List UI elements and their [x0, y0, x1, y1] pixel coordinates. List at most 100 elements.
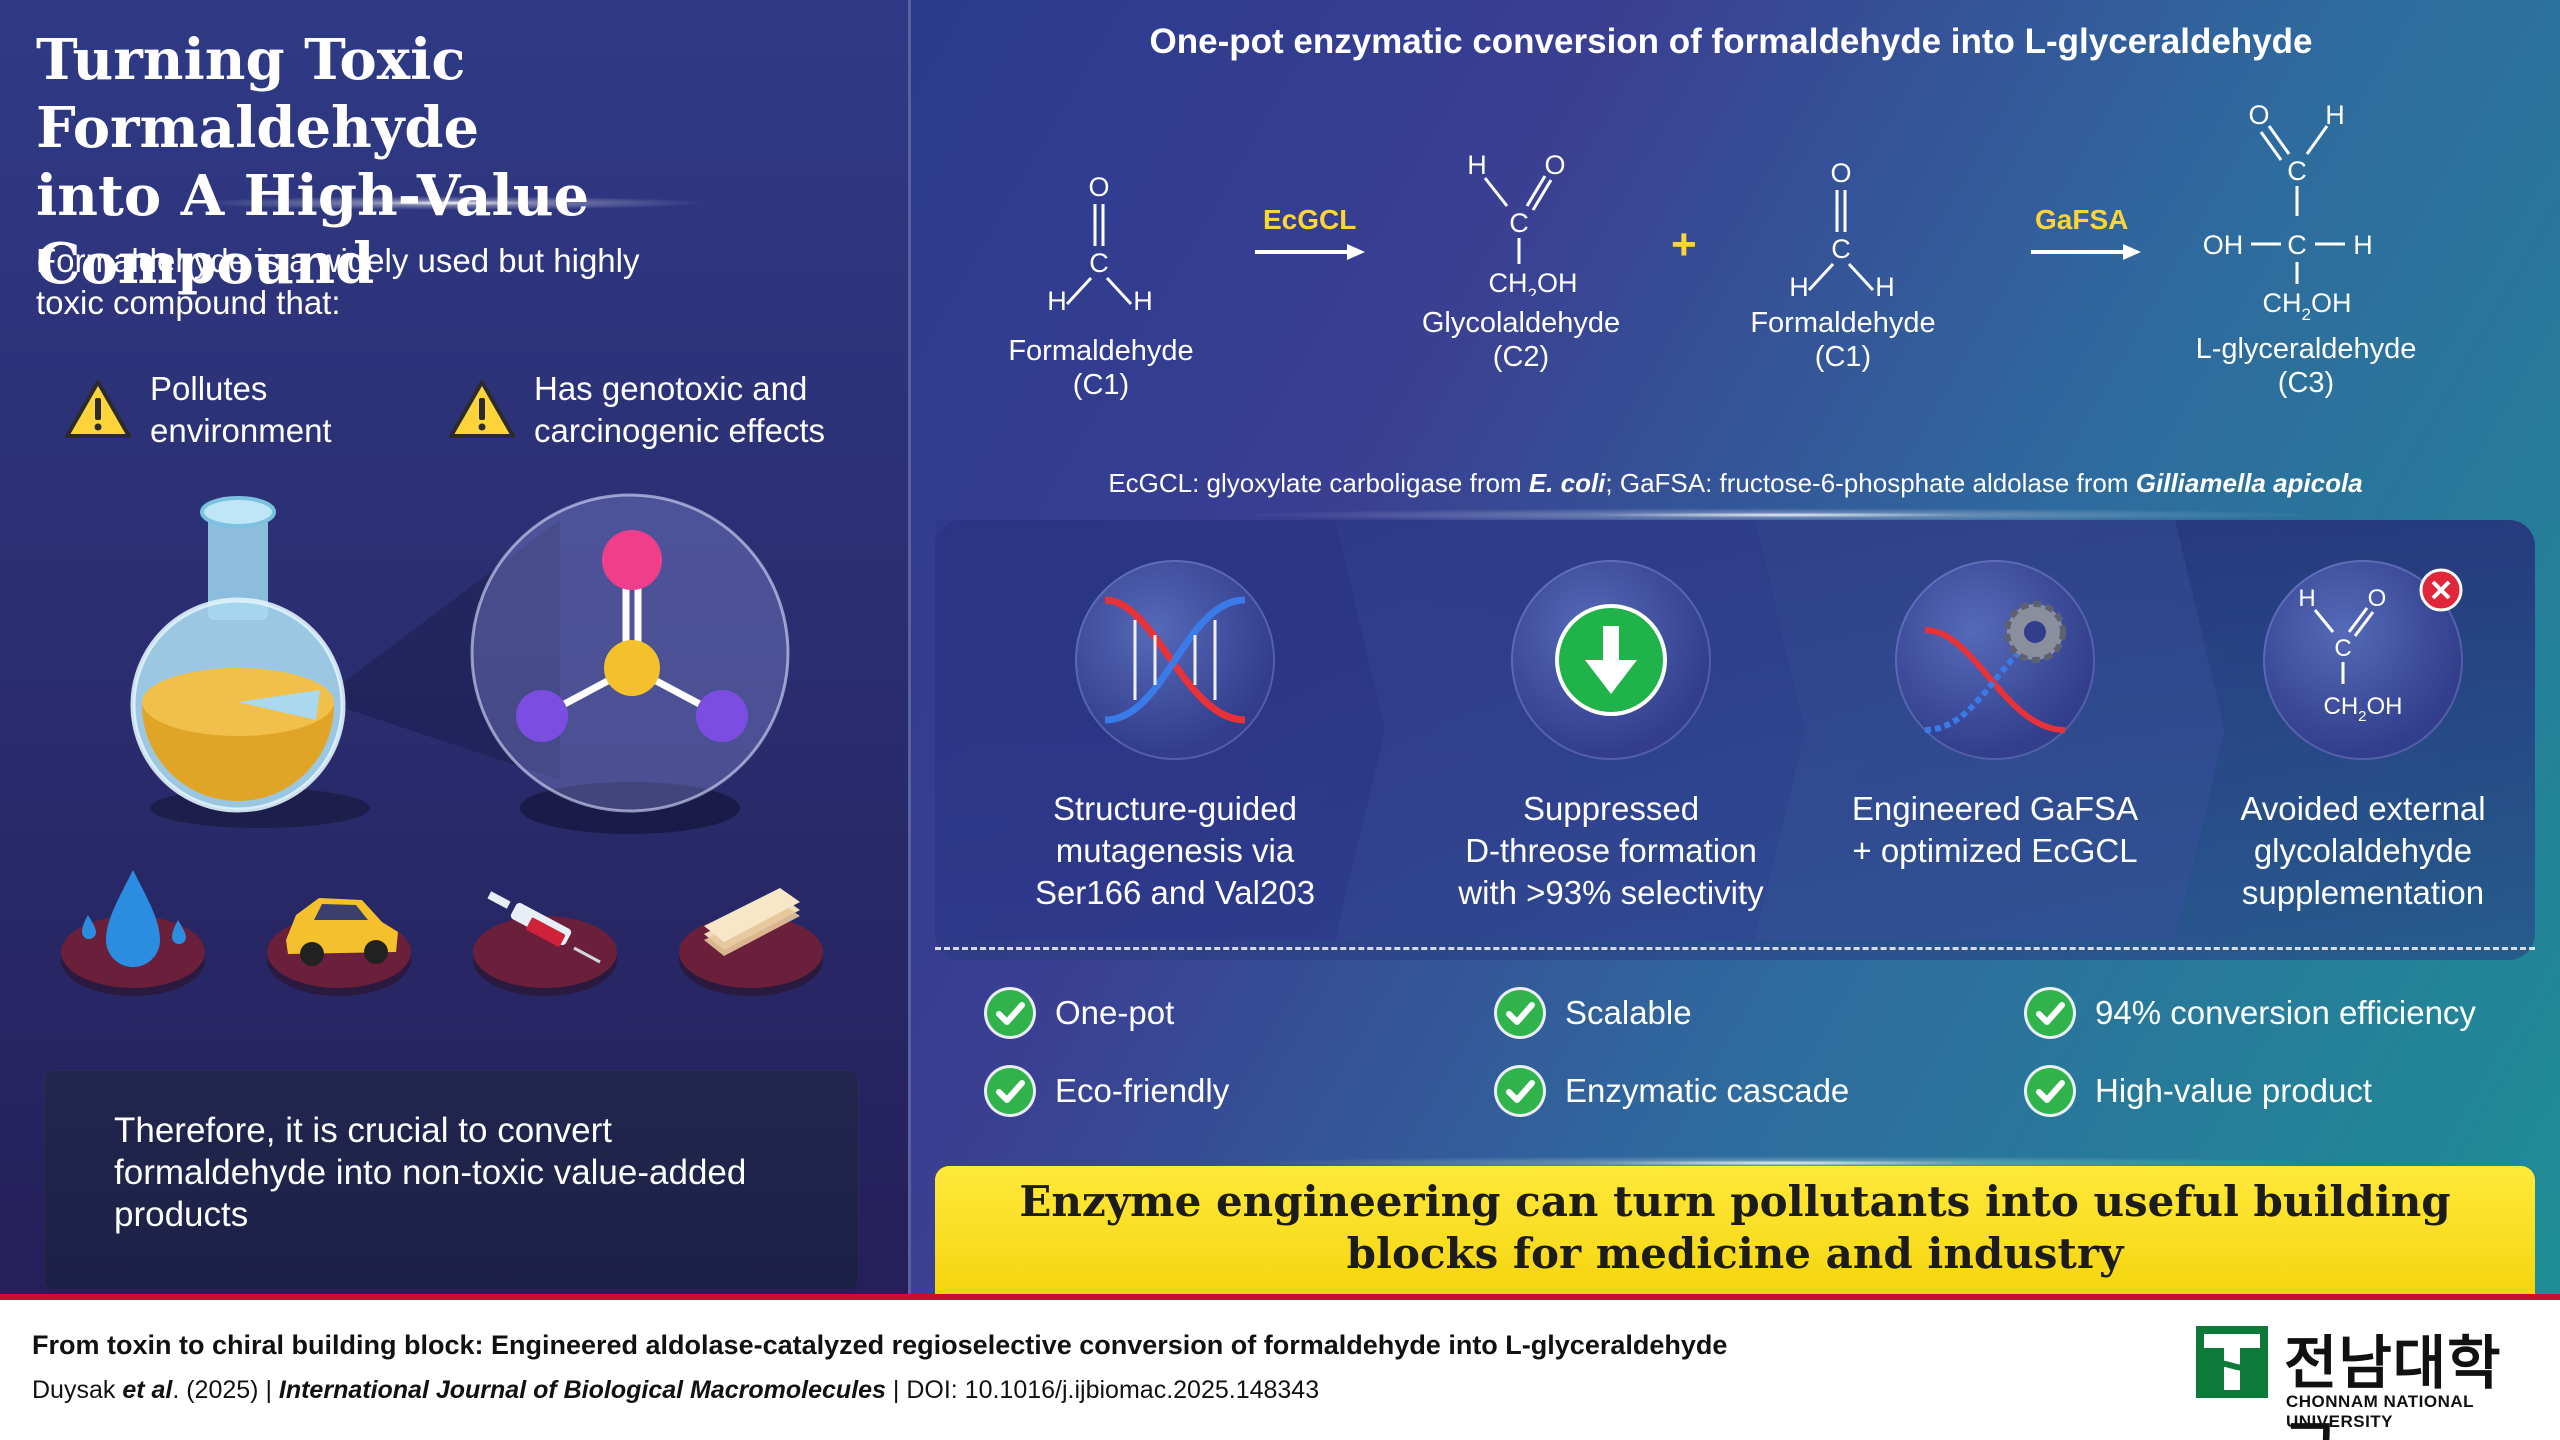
enzyme-label-ecgcl: EcGCL [1263, 204, 1357, 235]
glow-divider [1231, 508, 2331, 522]
molecule-name: Glycolaldehyde [1421, 307, 1621, 339]
feature-label: Scalable [1565, 994, 1692, 1031]
arrow-right-icon [2031, 244, 2141, 260]
feature-item: Eco-friendly [987, 1068, 1229, 1114]
molecule-label: Formaldehyde (C1) [1743, 306, 1943, 374]
check-icon [1497, 990, 1543, 1036]
feature-item: 94% conversion efficiency [2027, 990, 2476, 1036]
intro-line: toxic compound that: [36, 284, 341, 321]
check-icon [987, 990, 1033, 1036]
dna-icon [1075, 560, 1275, 760]
atom-h: H [2325, 100, 2345, 130]
hazard-line: environment [150, 412, 332, 449]
hazard-genotoxic: Has genotoxic and carcinogenic effects [448, 368, 825, 452]
glycolaldehyde-structure: H O C CH2OH [1467, 150, 1578, 296]
right-panel: One-pot enzymatic conversion of formalde… [911, 0, 2560, 1294]
check-icon [1497, 1068, 1543, 1114]
check-icon [987, 1068, 1033, 1114]
feature-label: Enzymatic cascade [1565, 1072, 1850, 1109]
step-suppressed: Suppressed D-threose formation with >93%… [1431, 560, 1791, 940]
atom-h: H [2353, 230, 2373, 260]
feature-label: 94% conversion efficiency [2095, 994, 2476, 1031]
warning-icon [449, 380, 515, 438]
atom-o: O [1088, 172, 1109, 202]
molecule-name: Formaldehyde [1750, 307, 1936, 339]
footnote-organism: E. coli [1528, 468, 1606, 498]
atom-c: C [2287, 156, 2307, 186]
step-line: mutagenesis via [1055, 832, 1295, 869]
dna-gear-icon [1895, 560, 2095, 760]
hazard-line: carcinogenic effects [534, 412, 826, 449]
logo-english-text: CHONNAM NATIONAL UNIVERSITY [2286, 1392, 2474, 1431]
column-divider [908, 0, 911, 1294]
atom-o: O [2248, 100, 2269, 130]
wood-board-icon [679, 888, 823, 996]
step-line: Engineered GaFSA [1851, 790, 2139, 827]
banner-line: blocks for medicine and industry [1346, 1229, 2124, 1278]
molecule-name: L-glyceraldehyde [2195, 333, 2417, 365]
check-icon [2027, 1068, 2073, 1114]
step-avoided: H O C CH2OH Avoided external glycolaldeh… [2183, 560, 2543, 940]
step-line: supplementation [2241, 874, 2485, 911]
feature-list: One-pot Scalable 94% conversion efficien… [911, 990, 2560, 1114]
university-logo: 전남대학교 CHONNAM NATIONAL UNIVERSITY [2190, 1314, 2540, 1440]
dashed-divider [935, 947, 2535, 950]
left-panel: Turning Toxic Formaldehyde into A High-V… [0, 0, 908, 1294]
feature-label: One-pot [1055, 994, 1175, 1031]
step-line: glycolaldehyde [2253, 832, 2473, 869]
check-icon [2027, 990, 2073, 1036]
reaction-scheme: O C H H Formaldehyde (C1) EcGCL H O C CH… [911, 100, 2560, 430]
step-line: + optimized EcGCL [1852, 832, 2138, 869]
step-text: Suppressed D-threose formation with >93%… [1431, 788, 1791, 914]
enzyme-label-gafsa: GaFSA [2035, 204, 2129, 235]
ch2oh-group: CH2OH [1489, 268, 1578, 296]
warning-icon [65, 380, 131, 438]
atom-h: H [1133, 286, 1153, 316]
atom-h: H [1047, 286, 1067, 316]
formaldehyde-molecule-icon [470, 493, 790, 834]
feature-label: High-value product [2095, 1072, 2372, 1109]
step-line: Avoided external [2240, 790, 2486, 827]
citation-line: Duysak et al. (2025) | International Jou… [32, 1376, 1319, 1405]
footnote-part: EcGCL: glyoxylate carboligase from [1108, 468, 1529, 498]
conclusion-line: formaldehyde into non-toxic value-added [114, 1153, 747, 1192]
formaldehyde-structure: O C H H [1047, 172, 1153, 316]
citation-author: Duysak [32, 1376, 123, 1404]
feature-label: Eco-friendly [1055, 1072, 1230, 1109]
atom-h: H [1467, 150, 1487, 180]
citation-doi: | DOI: 10.1016/j.ijbiomac.2025.148343 [885, 1376, 1320, 1404]
step-line: Suppressed [1522, 790, 1700, 827]
citation-footer: From toxin to chiral building block: Eng… [0, 1300, 2560, 1440]
molecule-label: Glycolaldehyde (C2) [1401, 306, 1641, 374]
steps-panel: Structure-guided mutagenesis via Ser166 … [935, 520, 2535, 960]
molecule-name: Formaldehyde [1008, 335, 1194, 367]
atom-c: C [2334, 635, 2351, 662]
reaction-title: One-pot enzymatic conversion of formalde… [1149, 22, 2313, 61]
ch2oh-group: CH2OH [2323, 693, 2402, 725]
step-line: Ser166 and Val203 [1034, 874, 1316, 911]
car-icon [267, 898, 411, 996]
main-title-line: Turning Toxic Formaldehyde [36, 27, 480, 161]
conclusion-line: products [114, 1195, 249, 1234]
down-arrow-icon [1511, 560, 1711, 760]
citation-et-al: et al [122, 1376, 173, 1404]
atom-h: H [2298, 585, 2315, 612]
hazard-text: Has genotoxic and carcinogenic effects [534, 368, 825, 452]
ch2oh-group: CH2OH [2263, 288, 2352, 324]
intro-line: Formaldehyde is a widely used but highly [36, 242, 640, 279]
step-text: Structure-guided mutagenesis via Ser166 … [995, 788, 1355, 914]
step-line: D-threose formation [1465, 832, 1757, 869]
step-engineered: Engineered GaFSA + optimized EcGCL [1815, 560, 2175, 940]
banner-text: Enzyme engineering can turn pollutants i… [935, 1176, 2535, 1280]
molecule-code: (C1) [1072, 369, 1130, 401]
molecule-code: (C2) [1492, 341, 1550, 373]
intro-text: Formaldehyde is a widely used but highly… [36, 240, 736, 324]
logo-korean-text: 전남대학교 [2284, 1329, 2502, 1440]
hazard-line: Pollutes [150, 370, 268, 407]
l-glyceraldehyde-structure: O H C OH C H CH2OH [2203, 100, 2373, 324]
paper-title: From toxin to chiral building block: Eng… [32, 1330, 1728, 1360]
university-emblem-icon [2196, 1326, 2268, 1398]
conclusion-line: Therefore, it is crucial to convert [114, 1111, 612, 1150]
step-text: Engineered GaFSA + optimized EcGCL [1815, 788, 2175, 872]
glow-divider [190, 196, 710, 210]
